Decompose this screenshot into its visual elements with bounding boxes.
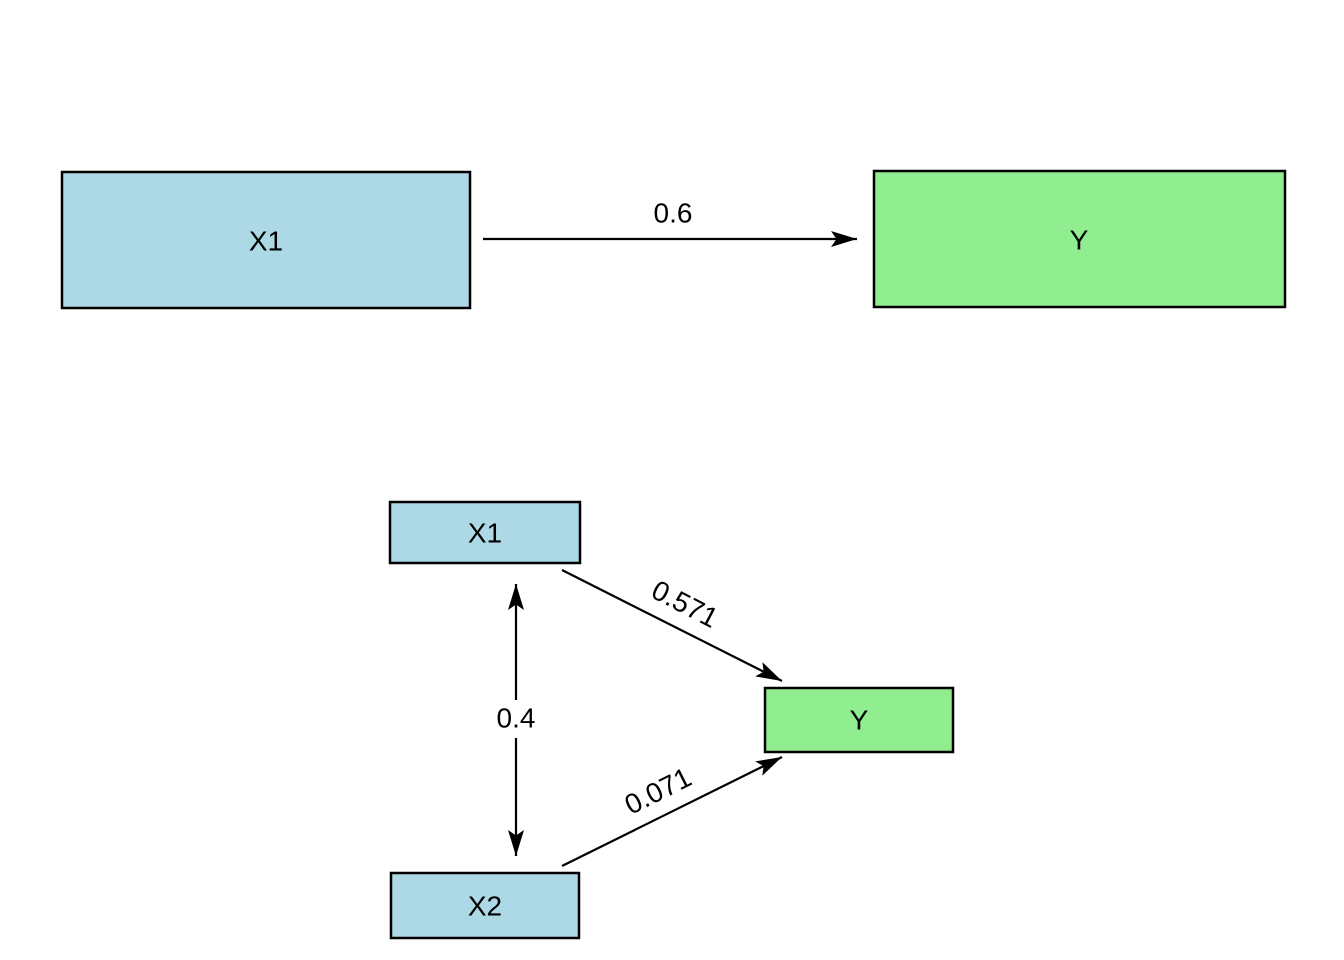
top-x1-to-y-coefficient-label: 0.6 xyxy=(654,198,693,229)
bottom-y-node xyxy=(763,686,955,754)
top-y-node xyxy=(872,169,1287,309)
bottom-x2-node xyxy=(389,871,581,940)
bottom-y-node-label: Y xyxy=(850,705,869,736)
bottom-x1-node-label: X1 xyxy=(468,518,502,549)
bottom-x2-to-y-arrow xyxy=(561,756,783,867)
top-x1-node-label: X1 xyxy=(249,226,283,257)
x1-x2-covariance-label: 0.4 xyxy=(497,703,536,734)
top-y-node-label: Y xyxy=(1070,225,1089,256)
bottom-x1-to-y-coefficient-label: 0.571 xyxy=(647,574,723,634)
top-x1-node xyxy=(60,170,472,310)
top-simple-regression-diagram: X1 Y 0.6 xyxy=(60,169,1287,310)
bottom-x1-to-y-arrow xyxy=(561,569,783,682)
bottom-x2-node-label: X2 xyxy=(468,891,502,922)
bottom-x2-to-y-coefficient-label: 0.071 xyxy=(620,761,697,820)
bottom-multiple-regression-diagram: X1 X2 Y 0.4 0.571 0.071 xyxy=(388,500,955,940)
bottom-x1-node xyxy=(388,500,582,565)
